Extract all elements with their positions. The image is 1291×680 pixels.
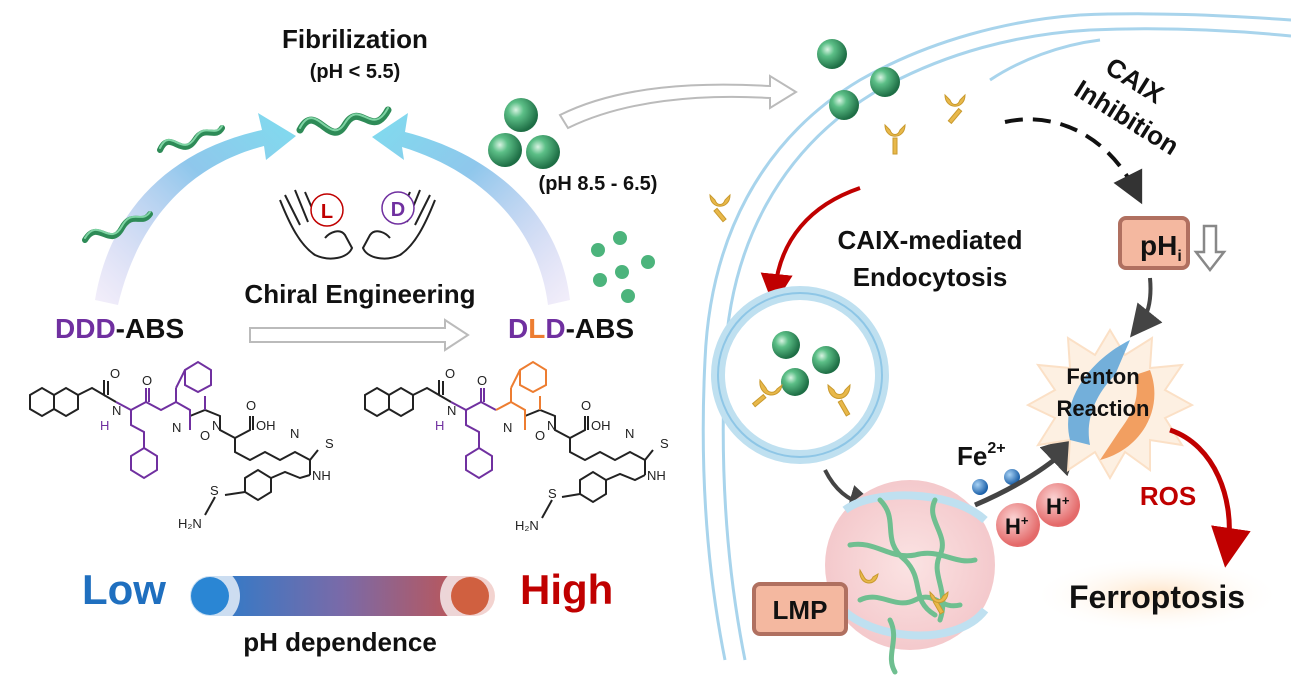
svg-text:S: S <box>325 436 334 451</box>
fe-label: Fe2+ <box>957 440 1006 471</box>
dld-d1: D <box>508 313 528 344</box>
low-label: Low <box>82 566 166 613</box>
svg-text:N: N <box>112 403 121 418</box>
chiral-arrow <box>249 318 470 352</box>
svg-text:OH: OH <box>591 418 611 433</box>
svg-text:H: H <box>100 418 109 433</box>
svg-text:NH: NH <box>647 468 666 483</box>
dld-l: L <box>528 313 545 344</box>
ph-dependence-label: pH dependence <box>243 627 437 657</box>
svg-text:O: O <box>477 373 487 388</box>
dld-suffix: -ABS <box>566 313 634 344</box>
monomer-dots <box>591 231 655 303</box>
d-circle <box>381 191 415 225</box>
fibril-icon <box>82 106 392 243</box>
arrow-dld-to-fibril <box>372 113 570 305</box>
fibrilization-title: Fibrilization <box>282 24 428 54</box>
svg-text:N: N <box>503 420 512 435</box>
l-label: L <box>321 201 333 223</box>
l-circle <box>310 193 344 227</box>
fe-ion-1 <box>972 479 988 495</box>
fe-ion-2 <box>1004 469 1020 485</box>
svg-text:NH: NH <box>312 468 331 483</box>
svg-text:N: N <box>172 420 181 435</box>
lmp-label: LMP <box>773 595 828 625</box>
endosome <box>711 286 889 464</box>
svg-text:O: O <box>445 366 455 381</box>
ddd-suffix: -ABS <box>116 313 184 344</box>
fenton-line1: Fenton <box>1066 364 1139 389</box>
ddd-atom-labels: O N H O N O N O OH N S NH S H₂N <box>100 366 334 531</box>
ros-label: ROS <box>1140 481 1196 511</box>
proton-2 <box>996 503 1040 547</box>
ddd-structure <box>29 360 311 480</box>
proton-1-label: H+ <box>1046 493 1070 519</box>
phi-down-arrow <box>1193 224 1227 273</box>
lysosome <box>825 480 995 675</box>
ddd-abs-label: DDD-ABS <box>55 313 184 344</box>
low-knob <box>191 577 229 615</box>
chiral-engineering-title: Chiral Engineering <box>244 279 475 309</box>
nanoparticles-extracellular <box>817 39 900 120</box>
dld-atom-labels: O N H O N O N O OH N S NH S H₂N <box>435 366 669 533</box>
endocytosis-line2: Endocytosis <box>853 262 1008 292</box>
endocytosis-line1: CAIX-mediated <box>838 225 1023 255</box>
proton-2-label: H+ <box>1005 513 1029 539</box>
fibril-highlight <box>84 107 389 239</box>
ferroptosis-glow <box>1042 560 1272 630</box>
svg-text:S: S <box>210 483 219 498</box>
ros-arrow <box>1169 427 1251 568</box>
svg-text:S: S <box>660 436 669 451</box>
svg-text:H₂N: H₂N <box>515 518 539 533</box>
svg-text:O: O <box>110 366 120 381</box>
dld-structure <box>364 360 646 480</box>
dld-abs-label: DLD-ABS <box>508 313 634 344</box>
lysosome-to-fenton-arrow <box>974 434 1083 508</box>
svg-text:N: N <box>625 426 634 441</box>
ph-gradient-bar <box>190 576 495 616</box>
svg-text:O: O <box>246 398 256 413</box>
svg-text:N: N <box>290 426 299 441</box>
high-knob <box>451 577 489 615</box>
nanoparticle-ph-label: (pH 8.5 - 6.5) <box>539 173 658 195</box>
fenton-line2: Reaction <box>1057 396 1150 421</box>
svg-text:OH: OH <box>256 418 276 433</box>
svg-text:O: O <box>142 373 152 388</box>
cell-membrane <box>701 12 1291 661</box>
proton-1 <box>1036 483 1080 527</box>
entry-arrow <box>558 74 798 130</box>
phi-label: pHi <box>1140 230 1182 265</box>
svg-text:H₂N: H₂N <box>178 516 202 531</box>
svg-text:N: N <box>212 418 221 433</box>
nanoparticle-cluster <box>488 98 560 169</box>
endocytosis-arrow <box>760 186 861 306</box>
svg-text:O: O <box>200 428 210 443</box>
caix-receptor-icons <box>709 93 966 223</box>
high-label: High <box>520 566 613 613</box>
ddd-prefix: DDD <box>55 313 116 344</box>
lmp-box <box>752 582 848 636</box>
fibrilization-ph-label: (pH < 5.5) <box>310 61 401 83</box>
svg-text:S: S <box>548 486 557 501</box>
svg-text:N: N <box>547 418 556 433</box>
svg-text:O: O <box>535 428 545 443</box>
caix-inhibition-arrow <box>1004 117 1143 205</box>
svg-text:H: H <box>435 418 444 433</box>
dld-d2: D <box>545 313 565 344</box>
phi-to-fenton-arrow <box>1130 277 1163 338</box>
ferroptosis-label: Ferroptosis <box>1069 579 1245 615</box>
svg-text:O: O <box>581 398 591 413</box>
phi-box <box>1118 216 1190 270</box>
dld-sulfonamide <box>541 449 654 519</box>
ddd-sulfonamide <box>204 449 319 516</box>
arrow-ddd-to-fibril <box>95 113 296 305</box>
d-label: D <box>391 199 405 221</box>
fenton-burst <box>1025 328 1195 481</box>
svg-text:N: N <box>447 403 456 418</box>
